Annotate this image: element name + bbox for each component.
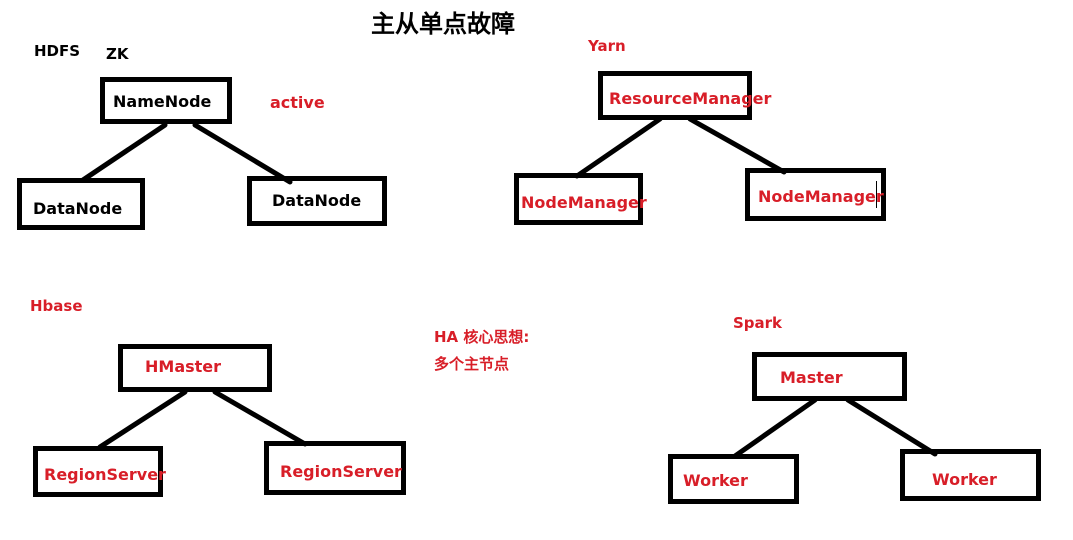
active-status-label: active — [270, 93, 325, 112]
nodemanager-box-right — [745, 168, 886, 221]
text-cursor — [876, 181, 877, 208]
datanode-box-left — [17, 178, 145, 230]
hmaster-box — [118, 344, 272, 392]
spark-link-left — [732, 397, 818, 459]
hmaster-label: HMaster — [145, 357, 222, 376]
hbase-link-left — [97, 389, 188, 450]
datanode-box-right — [247, 176, 387, 226]
master-box — [752, 352, 907, 401]
worker-box-left — [668, 454, 799, 504]
datanode-label-right: DataNode — [272, 191, 362, 210]
hbase-label: Hbase — [30, 297, 83, 315]
yarn-link-left — [574, 116, 663, 179]
hdfs-label: HDFS — [34, 42, 81, 60]
worker-label-right: Worker — [932, 470, 997, 489]
namenode-label: NameNode — [113, 92, 212, 111]
regionserver-label-right: RegionServer — [280, 462, 402, 481]
zk-label: ZK — [106, 45, 129, 63]
worker-box-right — [900, 449, 1041, 501]
regionserver-label-left: RegionServer — [44, 465, 166, 484]
nodemanager-label-right: NodeManager — [758, 187, 884, 206]
ha-note-line2: 多个主节点 — [434, 355, 510, 373]
namenode-box — [100, 77, 232, 124]
yarn-label: Yarn — [588, 37, 626, 55]
regionserver-box-left — [33, 446, 163, 497]
hbase-link-right — [212, 389, 308, 447]
page-title: 主从单点故障 — [371, 10, 515, 38]
spark-link-right — [845, 397, 938, 457]
datanode-label-left: DataNode — [33, 199, 123, 218]
hdfs-link-left — [80, 122, 168, 183]
resourcemanager-box — [598, 71, 752, 120]
spark-label: Spark — [733, 314, 783, 332]
worker-label-left: Worker — [683, 471, 748, 490]
yarn-link-right — [687, 116, 787, 175]
nodemanager-box-left — [514, 173, 643, 225]
regionserver-box-right — [264, 441, 406, 495]
master-label: Master — [780, 368, 843, 387]
ha-note-line1: HA 核心思想: — [434, 328, 530, 346]
nodemanager-label-left: NodeManager — [521, 193, 647, 212]
hdfs-link-right — [192, 122, 293, 185]
resourcemanager-label: ResourceManager — [609, 89, 772, 108]
